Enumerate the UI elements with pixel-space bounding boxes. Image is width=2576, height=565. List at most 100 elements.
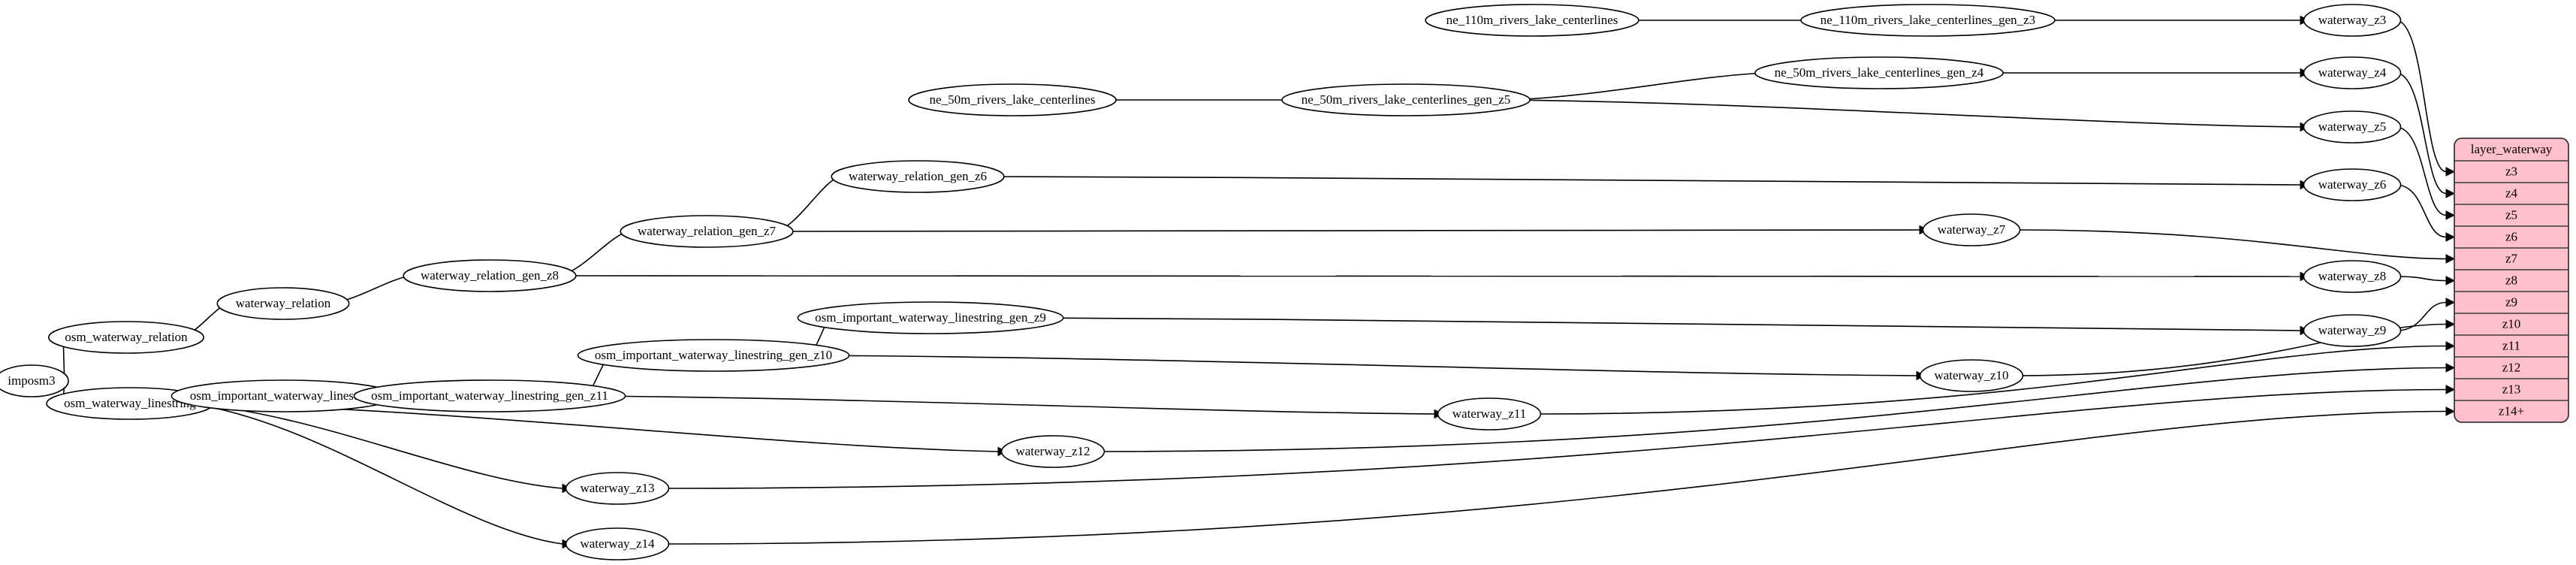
graph-node[interactable]: waterway_relation_gen_z7: [620, 215, 794, 248]
node-ellipse[interactable]: [565, 472, 670, 505]
layer-table-row-z6[interactable]: z6: [2505, 229, 2517, 243]
graph-node[interactable]: waterway_z3: [2303, 4, 2402, 37]
node-label: ne_110m_rivers_lake_centerlines_gen_z3: [1820, 13, 2035, 27]
graph-node[interactable]: imposm3: [0, 364, 69, 397]
node-ellipse[interactable]: [2303, 168, 2402, 201]
node-ellipse[interactable]: [1000, 435, 1106, 468]
node-label: ne_110m_rivers_lake_centerlines: [1446, 13, 1618, 27]
layer-table-row-z5[interactable]: z5: [2505, 207, 2517, 222]
node-ellipse[interactable]: [1425, 4, 1639, 37]
layer-table-body[interactable]: [2454, 137, 2569, 423]
node-label: imposm3: [8, 373, 55, 388]
node-ellipse[interactable]: [47, 321, 205, 354]
layer-table-row-z11[interactable]: z11: [2502, 338, 2520, 352]
node-ellipse[interactable]: [1922, 213, 2021, 246]
node-ellipse[interactable]: [0, 364, 69, 397]
edge-arrowhead: [2445, 385, 2456, 394]
graph-node[interactable]: waterway_z10: [1919, 359, 2024, 392]
graph-node[interactable]: waterway_z6: [2303, 168, 2402, 201]
node-ellipse[interactable]: [2303, 4, 2402, 37]
graph-node[interactable]: osm_waterway_relation: [47, 321, 205, 354]
node-ellipse[interactable]: [565, 527, 670, 560]
layer-table-row-z4[interactable]: z4: [2505, 186, 2518, 200]
layer-table-row-z3[interactable]: z3: [2505, 164, 2517, 178]
node-ellipse[interactable]: [577, 339, 850, 372]
node-label: osm_important_waterway_linestring_gen_z1…: [371, 388, 608, 403]
node-ellipse[interactable]: [1754, 56, 2004, 89]
node-ellipse[interactable]: [1437, 397, 1542, 431]
edges-layer: [62, 15, 2456, 549]
graph-node[interactable]: waterway_relation: [216, 287, 350, 320]
graph-node[interactable]: ne_110m_rivers_lake_centerlines_gen_z3: [1800, 4, 2056, 37]
node-ellipse[interactable]: [1919, 359, 2024, 392]
layer-table-row-z7[interactable]: z7: [2505, 251, 2518, 265]
graph-node[interactable]: ne_50m_rivers_lake_centerlines_gen_z5: [1281, 83, 1531, 116]
node-ellipse[interactable]: [216, 287, 350, 320]
edge-arrowhead: [2445, 254, 2456, 264]
graph-node[interactable]: waterway_z13: [565, 472, 670, 505]
node-label: waterway_relation_gen_z7: [638, 224, 777, 238]
layer-table-row-z10[interactable]: z10: [2502, 316, 2521, 331]
graph-edge: [1509, 72, 1768, 101]
graph-edge: [808, 355, 1917, 376]
node-label: waterway_z3: [2318, 13, 2387, 27]
layer-table-row-z13[interactable]: z13: [2502, 382, 2521, 396]
node-ellipse[interactable]: [908, 83, 1117, 116]
graph-node[interactable]: waterway_z5: [2303, 110, 2402, 144]
graph-node[interactable]: waterway_z7: [1922, 213, 2021, 246]
node-ellipse[interactable]: [2303, 56, 2402, 89]
node-ellipse[interactable]: [403, 259, 577, 292]
graph-edge: [776, 176, 840, 232]
graph-node[interactable]: waterway_z8: [2303, 260, 2402, 293]
node-label: waterway_z13: [580, 481, 654, 495]
graph-node[interactable]: waterway_z4: [2303, 56, 2402, 89]
edge-arrowhead: [2445, 298, 2456, 307]
node-label: osm_important_waterway_linestring_gen_z9: [815, 310, 1046, 325]
node-label: waterway_relation_gen_z6: [849, 169, 987, 183]
node-ellipse[interactable]: [1281, 83, 1531, 116]
node-label: waterway_z4: [2318, 65, 2387, 80]
graph-node[interactable]: osm_important_waterway_linestring_gen_z1…: [577, 339, 850, 372]
node-ellipse[interactable]: [353, 379, 626, 412]
graph-edge: [776, 229, 1920, 232]
node-ellipse[interactable]: [620, 215, 794, 248]
graph-node[interactable]: osm_important_waterway_linestring_gen_z1…: [353, 379, 626, 412]
edge-arrowhead: [2445, 167, 2456, 177]
graph-node[interactable]: ne_50m_rivers_lake_centerlines_gen_z4: [1754, 56, 2004, 89]
graph-node[interactable]: ne_110m_rivers_lake_centerlines: [1425, 4, 1639, 37]
graph-node[interactable]: waterway_z12: [1000, 435, 1106, 468]
node-label: waterway_relation: [236, 296, 331, 310]
edge-arrowhead: [2445, 189, 2456, 198]
graph-node[interactable]: waterway_relation_gen_z8: [403, 259, 577, 292]
graph-edge: [1535, 345, 2447, 415]
layer-waterway-table: layer_waterwayz3z4z5z6z7z8z9z10z11z12z13…: [2454, 137, 2569, 423]
graph-node[interactable]: osm_important_waterway_linestring: [170, 379, 397, 412]
node-ellipse[interactable]: [2303, 314, 2402, 347]
node-label: waterway_relation_gen_z8: [421, 268, 559, 282]
graph-node[interactable]: waterway_z11: [1437, 397, 1542, 431]
node-ellipse[interactable]: [1800, 4, 2056, 37]
edge-arrowhead: [2445, 406, 2456, 416]
node-label: waterway_z7: [1938, 222, 2006, 237]
graph-node[interactable]: osm_important_waterway_linestring_gen_z9: [797, 301, 1064, 334]
graph-edge: [584, 395, 1435, 415]
graph-edge: [2395, 20, 2447, 173]
node-ellipse[interactable]: [2303, 110, 2402, 144]
layer-table-row-z14+[interactable]: z14+: [2499, 403, 2524, 418]
graph-node[interactable]: ne_50m_rivers_lake_centerlines: [908, 83, 1117, 116]
node-label: osm_important_waterway_linestring_gen_z1…: [595, 348, 832, 362]
edge-arrowhead: [2445, 276, 2456, 286]
node-ellipse[interactable]: [797, 301, 1064, 334]
graph-edge: [1099, 367, 2447, 452]
layer-table-row-z8[interactable]: z8: [2505, 273, 2517, 287]
node-label: waterway_z6: [2318, 177, 2387, 192]
node-ellipse[interactable]: [2303, 260, 2402, 293]
graph-node[interactable]: waterway_z9: [2303, 314, 2402, 347]
layer-table-row-z9[interactable]: z9: [2505, 295, 2517, 309]
graph-node[interactable]: waterway_z14: [565, 527, 670, 560]
node-ellipse[interactable]: [831, 160, 1005, 193]
layer-table-row-z12[interactable]: z12: [2502, 360, 2521, 374]
graph-node[interactable]: waterway_relation_gen_z6: [831, 160, 1005, 193]
